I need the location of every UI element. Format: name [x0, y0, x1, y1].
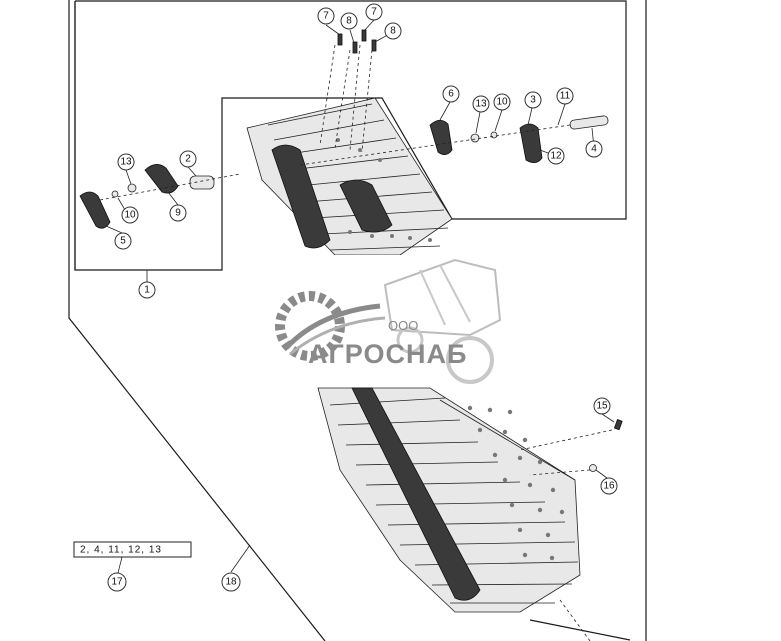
svg-text:9: 9: [175, 208, 181, 219]
callout-1: 1: [138, 281, 156, 299]
leader-lines: [105, 19, 615, 574]
svg-text:4: 4: [591, 144, 597, 155]
callout-2: 2: [179, 150, 197, 168]
svg-text:2: 2: [185, 154, 191, 165]
detail-box-left: [74, 0, 627, 271]
callout-13a: 13: [472, 95, 490, 113]
svg-text:8: 8: [346, 16, 352, 27]
callout-9: 9: [169, 204, 187, 222]
parts-left: [79, 164, 241, 229]
svg-text:17: 17: [111, 577, 123, 588]
callout-8a: 8: [340, 12, 358, 30]
svg-text:6: 6: [448, 89, 454, 100]
svg-text:18: 18: [225, 577, 237, 588]
svg-text:10: 10: [124, 210, 136, 221]
svg-text:3: 3: [530, 95, 536, 106]
watermark-company-name: АГРОСНАБ: [308, 339, 467, 369]
svg-text:13: 13: [475, 99, 487, 110]
callout-12: 12: [547, 147, 565, 165]
svg-text:7: 7: [323, 11, 329, 22]
callout-10b: 10: [121, 206, 139, 224]
callout-6: 6: [442, 85, 460, 103]
track-lower: [317, 387, 631, 641]
gear-logo-icon: [275, 291, 386, 361]
harvester-logo-icon: [383, 258, 502, 384]
svg-text:12: 12: [550, 151, 562, 162]
svg-text:10: 10: [496, 97, 508, 108]
watermark-prefix: ООО: [388, 318, 418, 333]
svg-text:8: 8: [390, 26, 396, 37]
track-upper: [246, 97, 453, 256]
svg-text:13: 13: [120, 157, 132, 168]
svg-text:1: 1: [144, 285, 150, 296]
kit-box-label: 2, 4, 11, 12, 13: [80, 545, 162, 556]
callout-18: 18: [221, 572, 241, 592]
callout-16: 16: [600, 477, 618, 495]
callout-4: 4: [585, 140, 603, 158]
svg-text:16: 16: [603, 481, 615, 492]
svg-text:15: 15: [596, 401, 608, 412]
callout-17: 17: [107, 572, 127, 592]
callout-15: 15: [593, 397, 611, 415]
svg-text:5: 5: [120, 236, 126, 247]
callout-5: 5: [114, 232, 132, 250]
parts-right: [299, 29, 623, 476]
callout-7a: 7: [317, 7, 335, 25]
svg-text:7: 7: [371, 7, 377, 18]
svg-text:11: 11: [560, 91, 571, 102]
watermark: ООО АГРОСНАБ: [268, 255, 508, 387]
callout-11: 11: [556, 87, 574, 105]
callout-10a: 10: [493, 93, 511, 111]
callout-13b: 13: [117, 153, 135, 171]
kit-box: 2, 4, 11, 12, 13: [73, 541, 192, 558]
callout-7b: 7: [365, 3, 383, 21]
callout-3: 3: [524, 91, 542, 109]
callout-8b: 8: [384, 22, 402, 40]
